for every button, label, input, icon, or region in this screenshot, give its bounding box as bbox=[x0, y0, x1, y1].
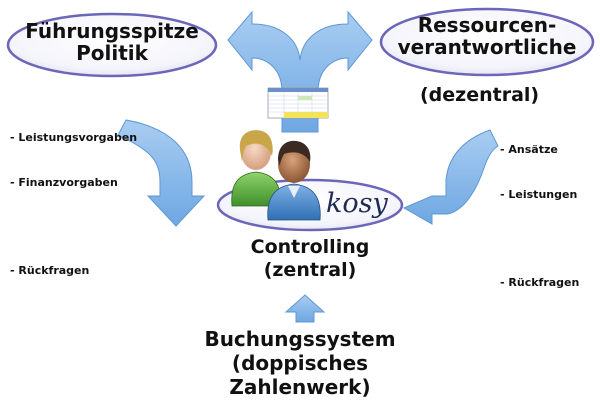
right-flow-item: - Rückfragen bbox=[500, 276, 580, 289]
top-right-line2: verantwortliche bbox=[397, 35, 577, 60]
kosy-logo-text: kosy bbox=[326, 188, 388, 219]
bottom-line3: Zahlenwerk) bbox=[229, 375, 371, 399]
top-right-node-label: Ressourcen- verantwortliche bbox=[382, 14, 592, 59]
left-flow-item: - Rückfragen bbox=[10, 264, 90, 277]
left-curved-arrow bbox=[117, 119, 206, 227]
left-flow-item: - Leistungsvorgaben bbox=[10, 131, 138, 144]
top-split-arrow bbox=[227, 10, 373, 133]
right-flow-list: - Ansätze - Leistungen - Rückfragen bbox=[500, 112, 579, 305]
top-right-note: (dezentral) bbox=[420, 84, 540, 106]
left-flow-item: - Finanzvorgaben bbox=[10, 176, 118, 189]
top-right-ellipse bbox=[379, 7, 595, 77]
top-left-node-label: Führungsspitze Politik bbox=[14, 20, 210, 65]
top-left-ellipse bbox=[6, 12, 218, 78]
bottom-up-arrow bbox=[284, 294, 326, 323]
right-flow-item: - Ansätze bbox=[500, 143, 558, 156]
people-icon bbox=[231, 130, 321, 221]
top-left-line2: Politik bbox=[76, 41, 148, 66]
right-curved-arrow bbox=[402, 129, 499, 225]
center-line1: Controlling bbox=[250, 236, 370, 258]
spreadsheet-thumbnail-icon bbox=[267, 87, 329, 119]
center-node-label: Controlling (zentral) bbox=[210, 236, 410, 282]
left-flow-list: - Leistungsvorgaben - Finanzvorgaben - R… bbox=[10, 100, 137, 293]
bottom-node-label: Buchungssystem (doppisches Zahlenwerk) bbox=[190, 327, 410, 399]
kosy-logo: kosy bbox=[326, 188, 388, 219]
top-right-line1: Ressourcen- bbox=[417, 13, 557, 37]
right-flow-item: - Leistungen bbox=[500, 188, 578, 201]
top-left-line1: Führungsspitze bbox=[25, 19, 199, 43]
bottom-line2: (doppisches bbox=[231, 351, 369, 375]
center-line2: (zentral) bbox=[263, 259, 357, 281]
bottom-line1: Buchungssystem bbox=[204, 327, 396, 351]
